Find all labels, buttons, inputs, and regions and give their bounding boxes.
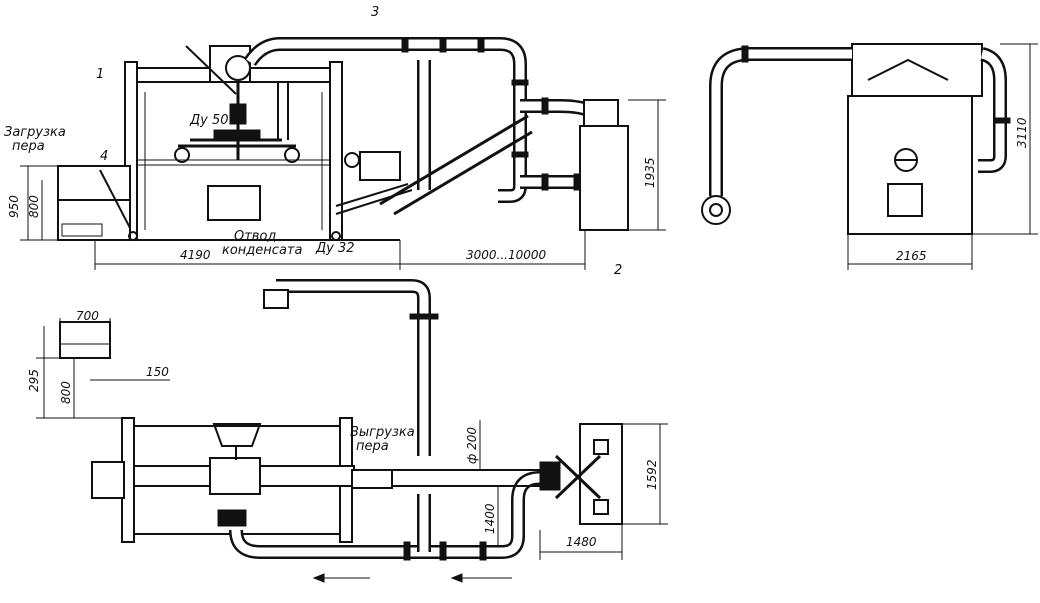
feeder-upper — [57, 165, 131, 201]
dim-700: 700 — [76, 309, 99, 323]
side-view — [701, 43, 1038, 270]
sheet-number: 3 — [371, 5, 379, 20]
dim-950: 950 — [7, 195, 21, 218]
condensate-line1: Отвод — [234, 229, 276, 244]
dim-4190: 4190 — [180, 248, 211, 262]
side-fan — [701, 195, 731, 225]
feather-unloading-line2: пера — [356, 439, 389, 454]
dim-200: ф 200 — [465, 427, 479, 464]
dim-1935: 1935 — [643, 157, 657, 188]
dim-150: 150 — [146, 365, 169, 379]
plan-feeder — [59, 321, 111, 359]
nominal-du32: Ду 32 — [315, 241, 355, 256]
part-label-1: 1 — [96, 67, 104, 82]
dim-1480: 1480 — [566, 535, 597, 549]
plan-pump — [217, 509, 247, 527]
valve-du50 — [229, 103, 247, 125]
nominal-du50: Ду 50 — [189, 113, 229, 128]
part-label-2: 2 — [614, 263, 622, 278]
feather-loading-line2: пера — [12, 139, 45, 154]
condensate-line2: конденсата — [222, 243, 302, 258]
dim-800-top: 800 — [27, 195, 41, 218]
cyclone-2 — [579, 125, 629, 231]
front-view — [20, 37, 666, 270]
dim-800-bottom: 800 — [59, 381, 73, 404]
dim-3110: 3110 — [1015, 117, 1029, 148]
feather-loading-line1: Загрузка — [4, 125, 66, 140]
part-label-4: 4 — [100, 149, 108, 164]
plan-view — [36, 279, 668, 583]
dryer-door — [207, 185, 261, 221]
dim-2165: 2165 — [896, 249, 927, 263]
dim-295: 295 — [27, 369, 41, 392]
feather-unloading-line1: Выгрузка — [350, 425, 415, 440]
dim-1592: 1592 — [645, 459, 659, 490]
heater — [359, 151, 401, 181]
dim-1400: 1400 — [483, 503, 497, 534]
side-dryer-top — [851, 43, 983, 97]
dim-3000-10000: 3000...10000 — [466, 248, 547, 262]
